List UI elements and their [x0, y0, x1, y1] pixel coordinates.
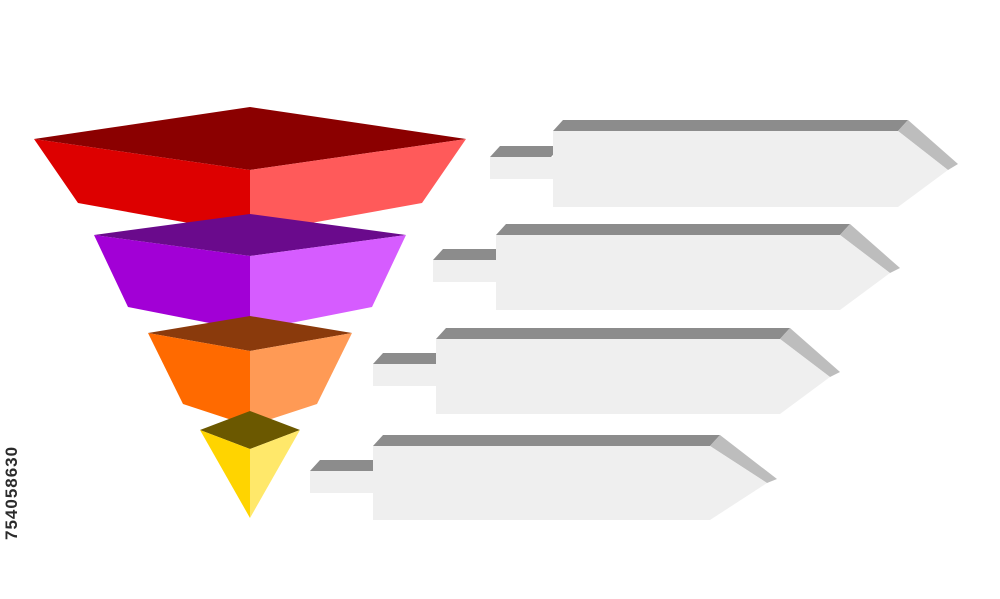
- watermark-id: 754058630: [2, 445, 21, 540]
- label-arrow-3: [373, 328, 840, 414]
- label-arrow-3-side: [780, 328, 840, 377]
- funnel-level-2-right: [250, 235, 406, 331]
- label-arrow-2-face: [496, 235, 890, 310]
- label-arrow-1-side: [898, 120, 958, 170]
- label-arrow-2-top: [496, 224, 850, 235]
- label-arrow-4-face: [373, 446, 767, 520]
- label-arrow-3-connector-top: [373, 353, 446, 364]
- label-arrow-3-face: [436, 339, 830, 414]
- funnel-level-1-right: [250, 139, 466, 234]
- label-arrow-4-connector-top: [310, 460, 383, 471]
- label-arrow-1: [490, 120, 958, 207]
- funnel-level-3-left: [148, 333, 250, 426]
- label-arrow-2-connector: [433, 260, 496, 282]
- label-arrow-4-top: [373, 435, 720, 446]
- funnel-level-3: [148, 316, 352, 426]
- label-arrow-4-side: [710, 435, 777, 483]
- label-arrow-1-face: [553, 131, 948, 207]
- label-arrow-4: [310, 435, 777, 520]
- label-arrow-4-connector: [310, 471, 373, 493]
- label-arrow-3-top: [436, 328, 790, 339]
- label-arrow-3-connector: [373, 364, 436, 386]
- funnel-level-2: [94, 214, 406, 331]
- label-arrow-1-top: [553, 120, 908, 131]
- funnel-level-4-right: [250, 430, 300, 518]
- funnel-level-1-top: [34, 107, 466, 170]
- funnel-level-3-top: [148, 316, 352, 351]
- funnel-level-2-left: [94, 235, 250, 331]
- label-arrow-2-side: [840, 224, 900, 273]
- funnel-level-4-left: [200, 430, 250, 518]
- funnel-level-3-right: [250, 333, 352, 426]
- funnel-level-1: [34, 107, 466, 234]
- label-arrow-1-connector-top: [490, 146, 561, 157]
- funnel-level-4: [200, 411, 300, 518]
- label-arrow-1-connector: [490, 157, 553, 179]
- funnel-level-1-left: [34, 139, 250, 234]
- label-arrow-2-connector-top: [433, 249, 506, 260]
- label-arrow-2: [433, 224, 900, 310]
